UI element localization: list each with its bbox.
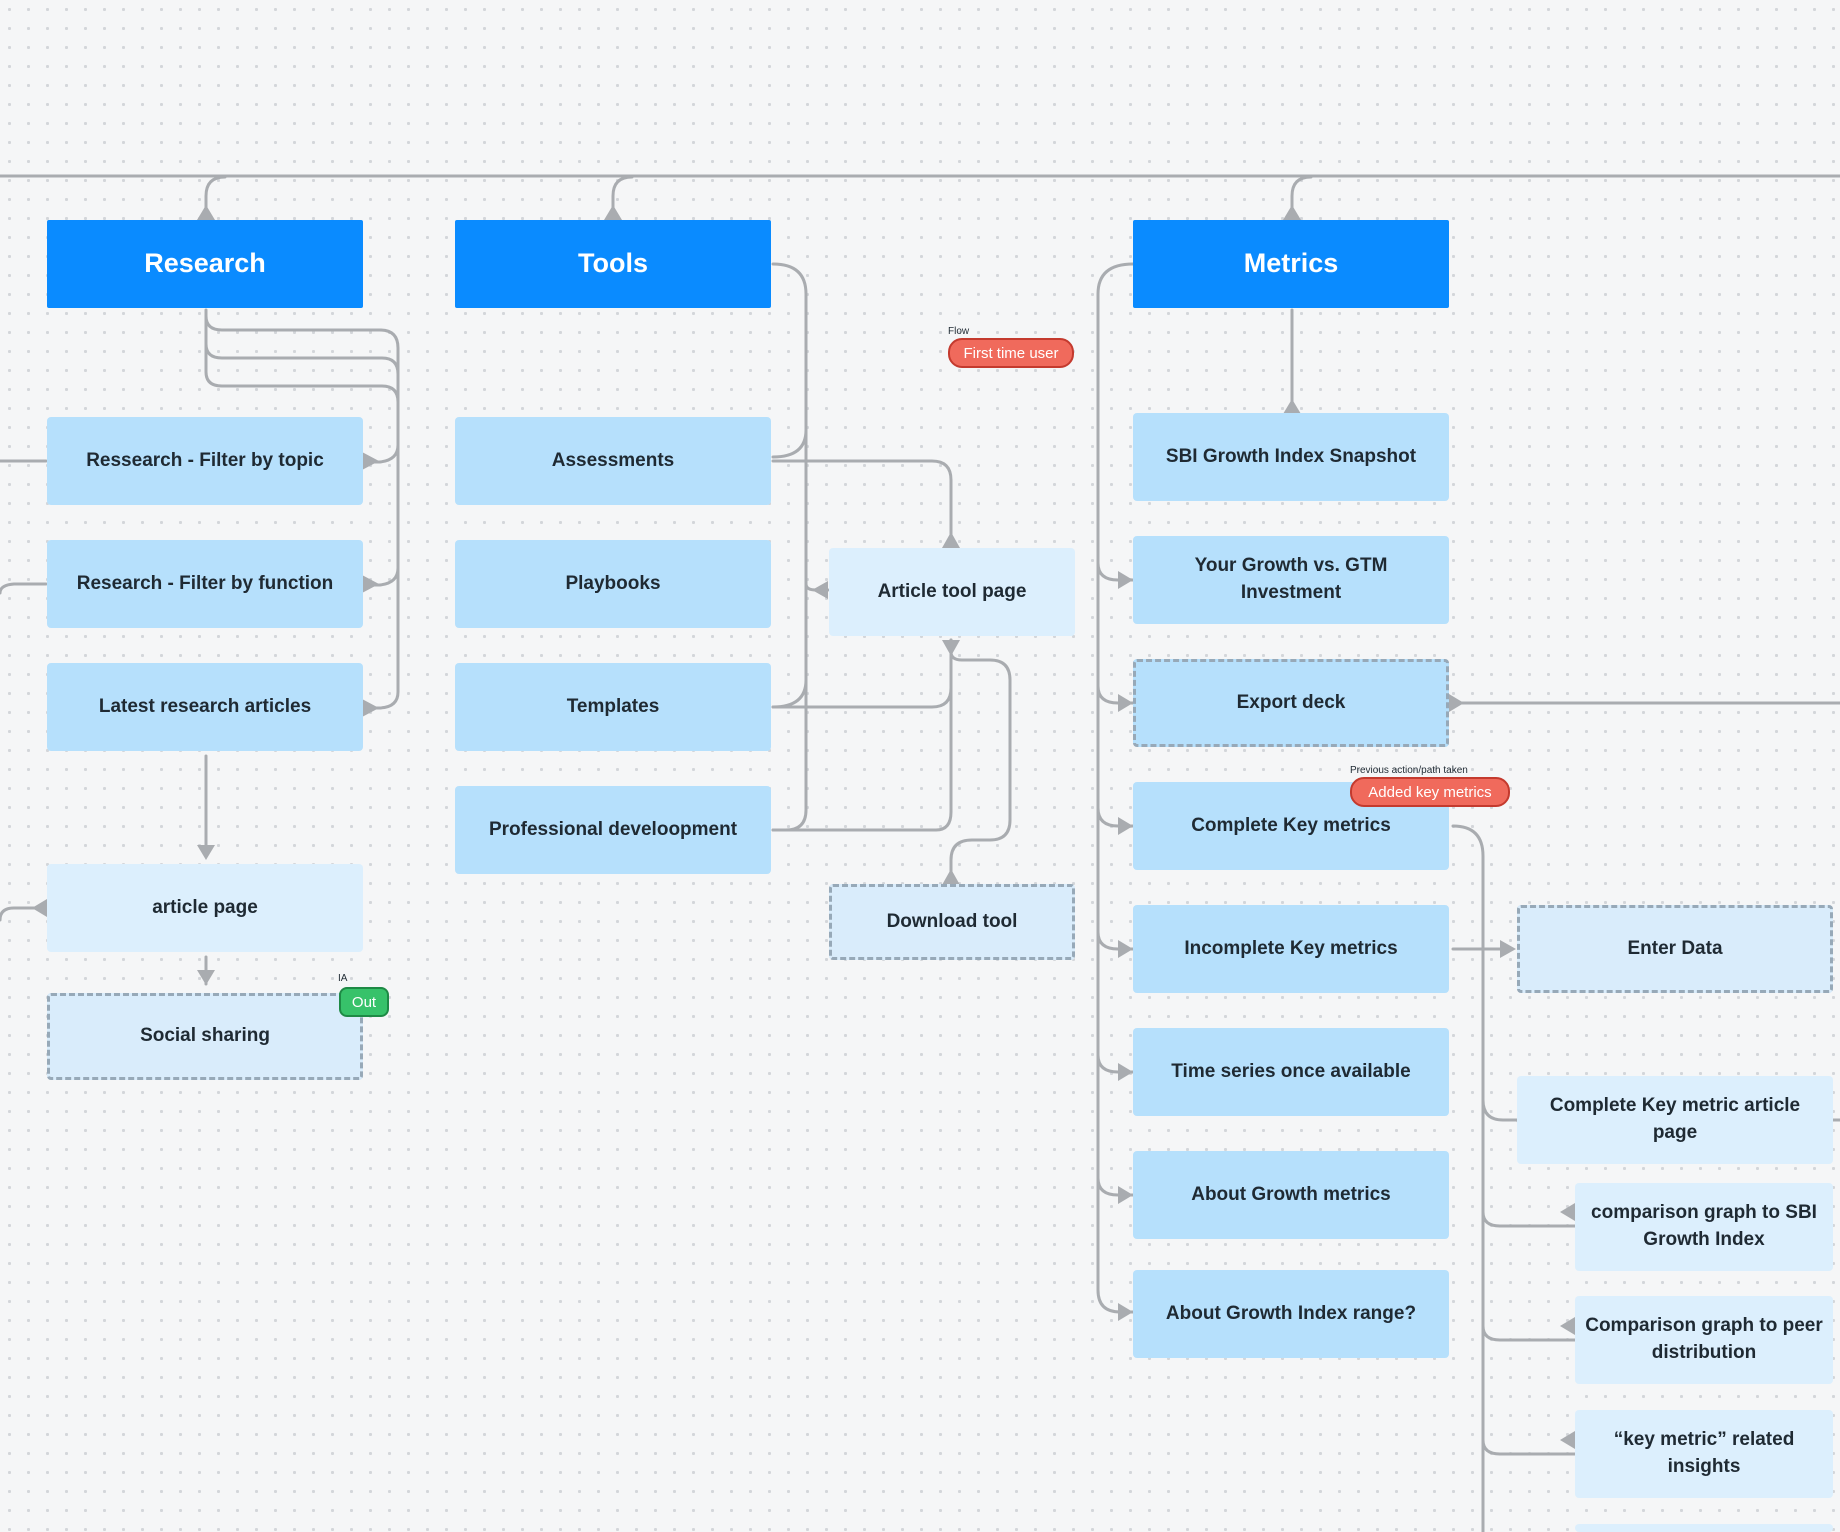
research-filter-function-node[interactable]: Research - Filter by function [47, 540, 363, 628]
templates-node[interactable]: Templates [455, 663, 771, 751]
export-deck-node[interactable]: Export deck [1133, 659, 1449, 747]
metric-subitem-partial-node[interactable] [1575, 1524, 1833, 1532]
comparison-sbi-growth-index-node[interactable]: comparison graph to SBI Growth Index [1575, 1183, 1833, 1271]
enter-data-node[interactable]: Enter Data [1517, 905, 1833, 993]
playbooks-node[interactable]: Playbooks [455, 540, 771, 628]
research-filter-topic-node[interactable]: Ressearch - Filter by topic [47, 417, 363, 505]
previous-action-caption: Previous action/path taken [1350, 765, 1468, 776]
assessments-node[interactable]: Assessments [455, 417, 771, 505]
incomplete-key-metrics-node[interactable]: Incomplete Key metrics [1133, 905, 1449, 993]
time-series-node[interactable]: Time series once available [1133, 1028, 1449, 1116]
article-page-node[interactable]: article page [47, 864, 363, 952]
about-growth-index-range-node[interactable]: About Growth Index range? [1133, 1270, 1449, 1358]
metrics-header[interactable]: Metrics [1133, 220, 1449, 308]
first-time-user-tag[interactable]: First time user [948, 338, 1074, 368]
social-sharing-node[interactable]: Social sharing [47, 993, 363, 1080]
ia-tag-caption: IA [338, 973, 348, 984]
professional-development-node[interactable]: Professional develoopment [455, 786, 771, 874]
ia-out-tag[interactable]: Out [339, 987, 389, 1017]
complete-key-metric-article-node[interactable]: Complete Key metric article page [1517, 1076, 1833, 1164]
about-growth-metrics-node[interactable]: About Growth metrics [1133, 1151, 1449, 1239]
download-tool-node[interactable]: Download tool [829, 884, 1075, 960]
sbi-growth-index-snapshot-node[interactable]: SBI Growth Index Snapshot [1133, 413, 1449, 501]
added-key-metrics-tag[interactable]: Added key metrics [1350, 777, 1510, 807]
research-header[interactable]: Research [47, 220, 363, 308]
flow-tag-caption: Flow [948, 326, 970, 337]
key-metric-related-insights-node[interactable]: “key metric” related insights [1575, 1410, 1833, 1498]
growth-vs-gtm-investment-node[interactable]: Your Growth vs. GTM Investment [1133, 536, 1449, 624]
comparison-peer-distribution-node[interactable]: Comparison graph to peer distribution [1575, 1296, 1833, 1384]
latest-research-articles-node[interactable]: Latest research articles [47, 663, 363, 751]
tools-header[interactable]: Tools [455, 220, 771, 308]
article-tool-page-node[interactable]: Article tool page [829, 548, 1075, 636]
